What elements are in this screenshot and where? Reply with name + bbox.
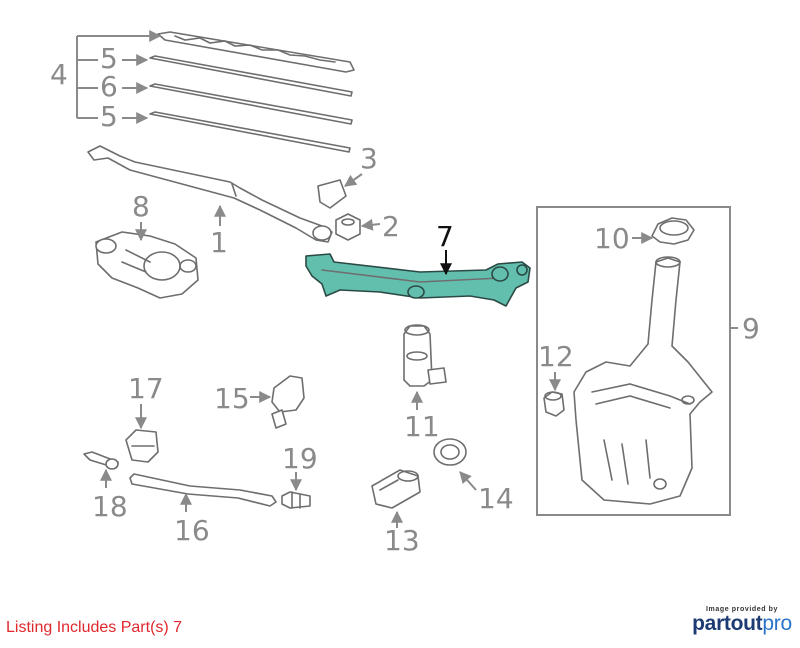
washer-pump — [403, 324, 447, 387]
washer-grommet — [543, 391, 565, 417]
washer-reservoir-tank — [573, 256, 713, 505]
label-19: 19 — [282, 442, 318, 475]
label-18: 18 — [92, 490, 128, 523]
wiper-motor — [95, 231, 199, 299]
rear-washer-pump — [371, 469, 421, 509]
washer-hose — [129, 473, 277, 507]
wiper-blade-assembly — [157, 31, 355, 73]
wiper-arm-nut — [335, 213, 361, 241]
washer-filler-cap — [651, 217, 695, 245]
wiper-blade-insert-middle — [149, 83, 353, 125]
label-10: 10 — [594, 222, 630, 255]
partoutpro-logo[interactable]: Image provided by partoutpro — [688, 606, 796, 635]
hose-connector — [125, 429, 159, 463]
wiper-blade-insert-top — [149, 55, 353, 97]
washer-tank-group-box — [536, 206, 731, 516]
wiper-linkage-highlighted — [305, 253, 531, 307]
label-17: 17 — [128, 372, 164, 405]
label-12: 12 — [538, 340, 574, 373]
label-14: 14 — [478, 482, 514, 515]
label-5b: 5 — [100, 100, 118, 133]
label-15: 15 — [214, 382, 250, 415]
logo-caption: Image provided by — [705, 606, 779, 613]
logo-word-b: pro — [762, 612, 792, 635]
check-valve — [281, 491, 311, 509]
label-8: 8 — [132, 190, 150, 223]
label-6: 6 — [100, 70, 118, 103]
label-11: 11 — [404, 410, 440, 443]
label-1: 1 — [210, 226, 228, 259]
label-5a: 5 — [100, 42, 118, 75]
wiper-blade-insert-bottom — [149, 111, 351, 153]
label-13: 13 — [384, 524, 420, 557]
logo-wordmark: partoutpro — [688, 613, 796, 635]
label-2: 2 — [382, 210, 400, 243]
label-4: 4 — [50, 58, 68, 91]
hose-clip — [83, 451, 119, 470]
wiper-arm-cap — [317, 179, 347, 209]
label-16: 16 — [174, 514, 210, 547]
logo-word-a: partout — [692, 612, 763, 635]
label-7: 7 — [436, 220, 454, 253]
label-9: 9 — [742, 312, 760, 345]
pump-seal — [433, 438, 467, 466]
washer-nozzle — [271, 375, 305, 429]
listing-includes-text: Listing Includes Part(s) 7 — [6, 619, 183, 636]
wiper-arm — [87, 145, 333, 243]
label-3: 3 — [360, 142, 378, 175]
